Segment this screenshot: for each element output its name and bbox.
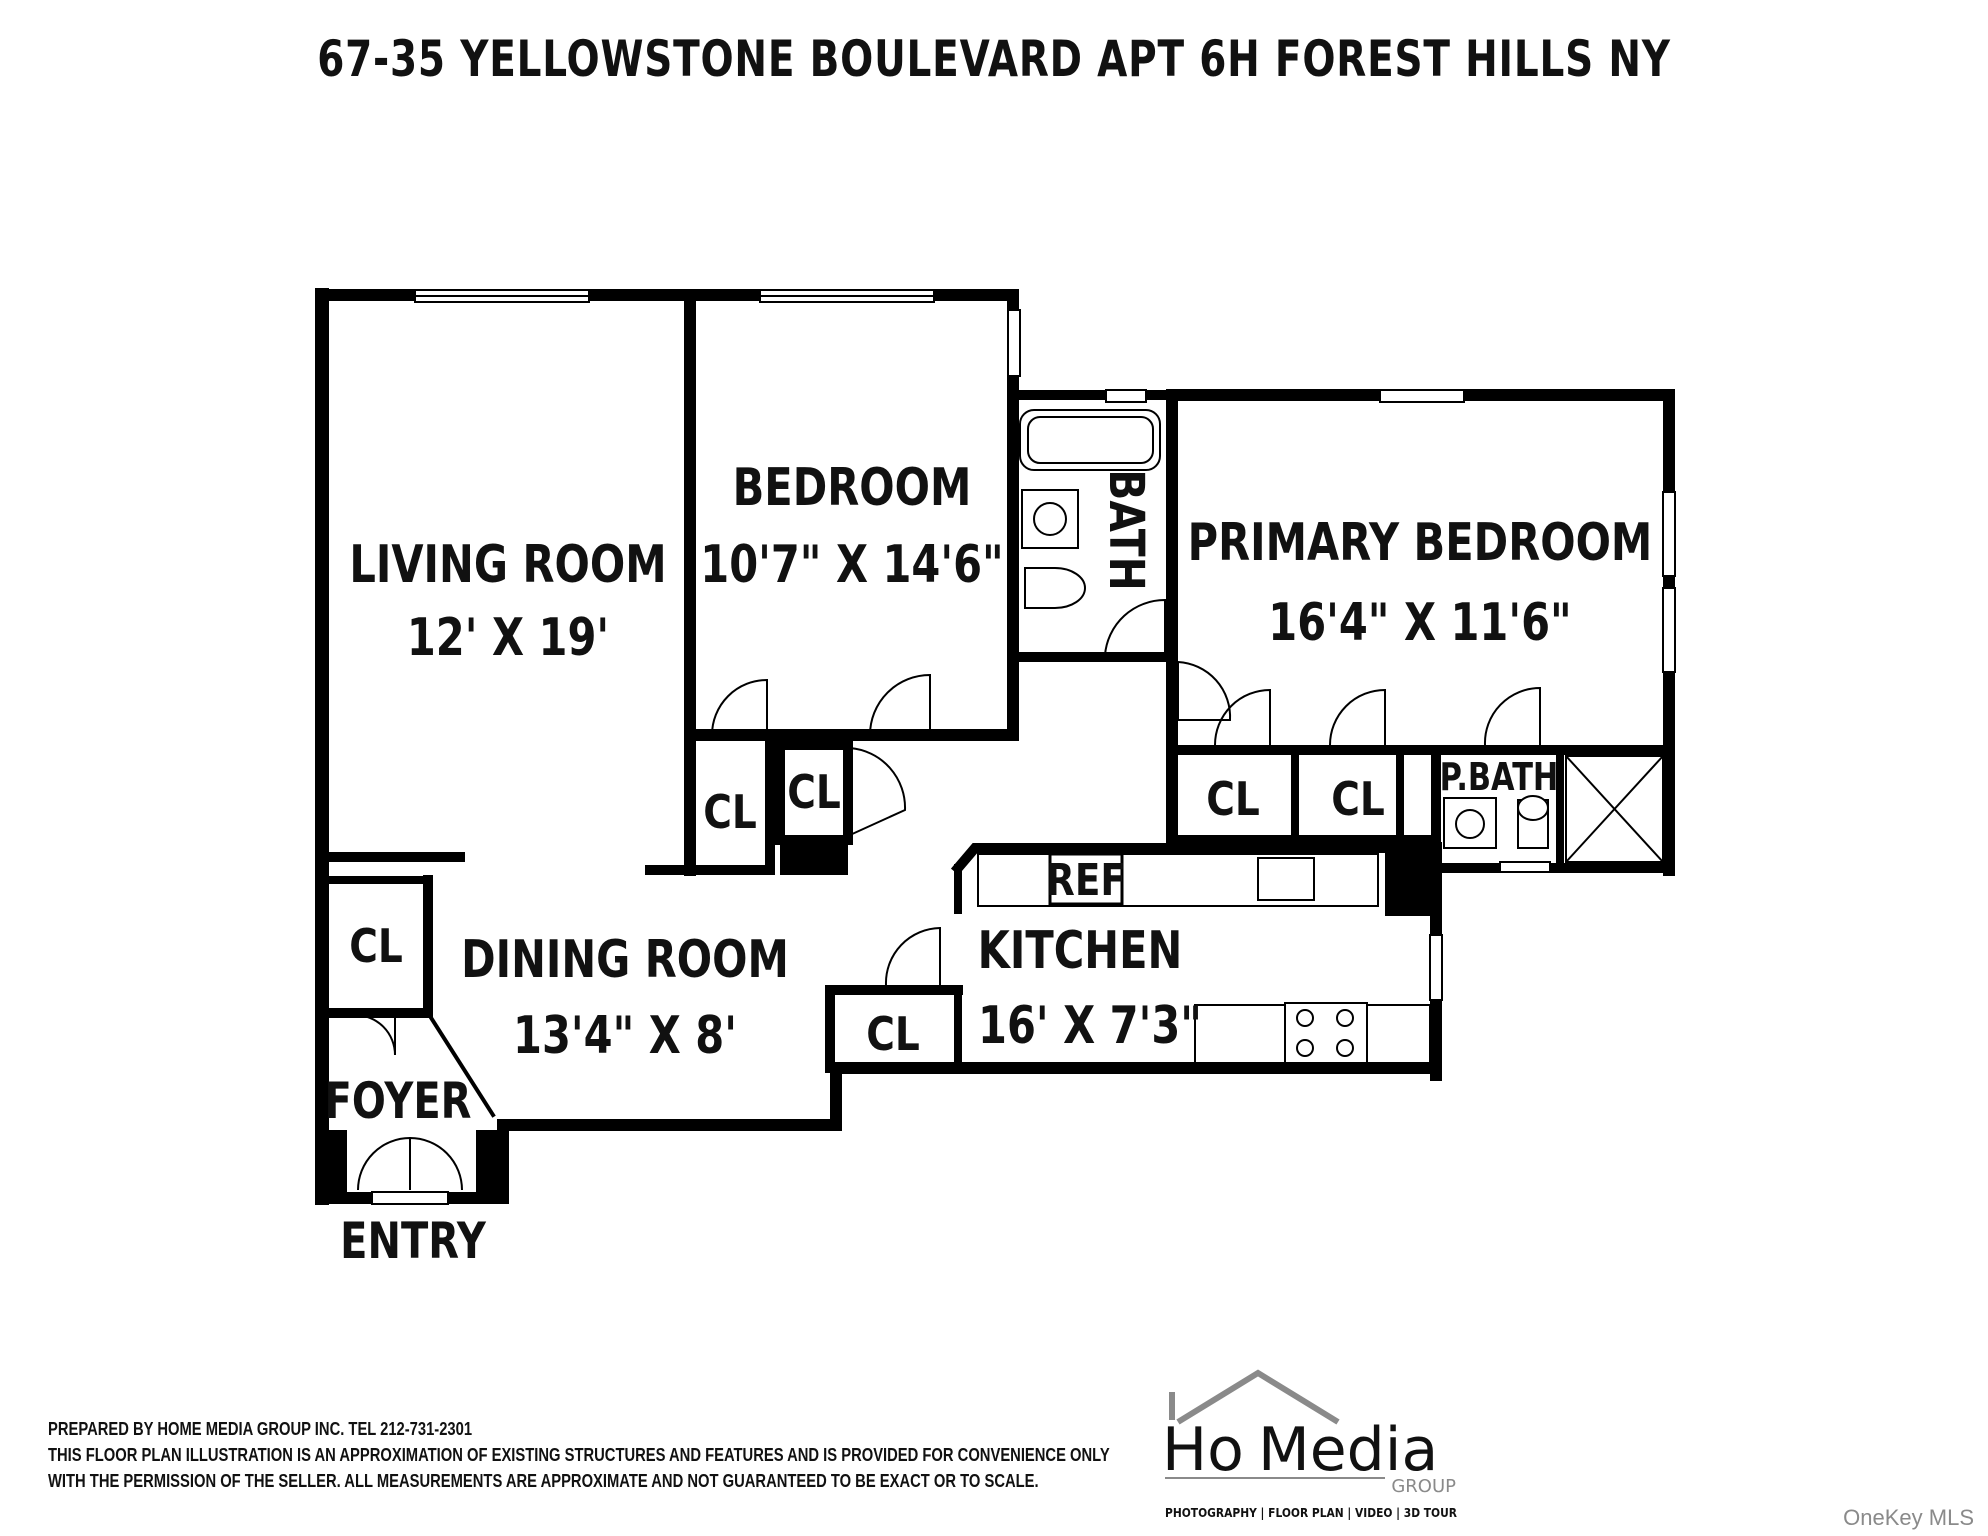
logo-name-media: Media xyxy=(1258,1415,1438,1485)
room-labels: LIVING ROOM 12' X 19' BEDROOM 10'7" X 14… xyxy=(325,458,1653,1271)
doors xyxy=(354,598,1541,1191)
p-bath-label: P.BATH xyxy=(1440,756,1559,800)
primary-bedroom-name: PRIMARY BEDROOM xyxy=(1188,513,1653,574)
entry-label: ENTRY xyxy=(340,1212,487,1271)
dining-room-name: DINING ROOM xyxy=(461,930,789,991)
windows xyxy=(371,289,1676,1205)
closet-label: CL xyxy=(1331,773,1385,827)
page-title: 67-35 YELLOWSTONE BOULEVARD APT 6H FORES… xyxy=(317,30,1671,88)
disclaimer-line: PREPARED BY HOME MEDIA GROUP INC. TEL 21… xyxy=(48,1419,473,1439)
kitchen-dims: 16' X 7'3" xyxy=(978,996,1202,1057)
logo-name-ho: Ho xyxy=(1162,1415,1244,1485)
fixtures xyxy=(977,409,1664,1064)
refrigerator-label: REF xyxy=(1046,854,1126,906)
house-roof-icon xyxy=(1176,1369,1340,1425)
foyer-label: FOYER xyxy=(325,1072,472,1131)
logo-tagline: PHOTOGRAPHY | FLOOR PLAN | VIDEO | 3D TO… xyxy=(1165,1506,1457,1520)
closet-label: CL xyxy=(703,786,757,840)
living-room-name: LIVING ROOM xyxy=(349,535,666,596)
wall-blocks xyxy=(322,840,1436,1198)
bath-label: BATH xyxy=(1098,469,1154,590)
bedroom-dims: 10'7" X 14'6" xyxy=(700,535,1003,596)
closet-label: CL xyxy=(866,1008,920,1062)
living-room-dims: 12' X 19' xyxy=(407,608,609,669)
logo-group: GROUP xyxy=(1391,1476,1456,1497)
closet-label: CL xyxy=(349,920,403,974)
homedia-logo: Ho Media GROUP PHOTOGRAPHY | FLOOR PLAN … xyxy=(1162,1369,1457,1520)
closet-label: CL xyxy=(1206,773,1260,827)
disclaimer-line: WITH THE PERMISSION OF THE SELLER. ALL M… xyxy=(48,1471,1039,1491)
primary-bedroom-dims: 16'4" X 11'6" xyxy=(1268,593,1571,654)
closet-label: CL xyxy=(787,766,841,820)
dining-room-dims: 13'4" X 8' xyxy=(513,1006,737,1067)
watermark: OneKey MLS xyxy=(1843,1505,1974,1530)
disclaimer: PREPARED BY HOME MEDIA GROUP INC. TEL 21… xyxy=(48,1416,1110,1494)
kitchen-name: KITCHEN xyxy=(978,921,1183,982)
disclaimer-line: THIS FLOOR PLAN ILLUSTRATION IS AN APPRO… xyxy=(48,1445,1110,1465)
bedroom-name: BEDROOM xyxy=(733,458,972,519)
